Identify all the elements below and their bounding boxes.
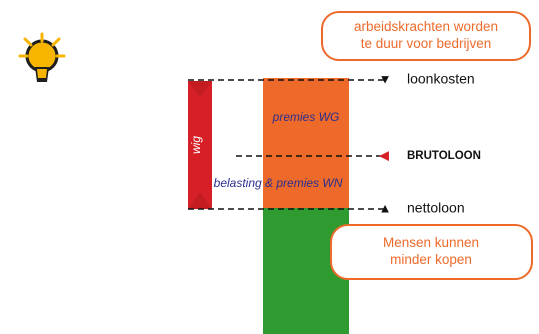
wig-wedge — [188, 81, 212, 209]
nettoloon-marker: ▲ — [379, 200, 392, 215]
premies-wg-label: premies WG — [272, 110, 340, 124]
premies-wg-segment — [263, 78, 349, 156]
nettoloon-label: nettoloon — [407, 200, 465, 216]
bottom-callout: Mensen kunnen minder kopen — [330, 224, 533, 280]
top-callout-line-1: arbeidskrachten worden — [354, 19, 498, 34]
top-callout: arbeidskrachten worden te duur voor bedr… — [321, 11, 531, 61]
top-callout-line-2: te duur voor bedrijven — [361, 36, 492, 51]
bottom-callout-line-2: minder kopen — [390, 252, 472, 267]
loonkosten-label: loonkosten — [407, 71, 475, 87]
loonkosten-marker: ▼ — [379, 71, 392, 86]
wedge-label: wig — [189, 136, 203, 154]
lightbulb-icon — [18, 32, 66, 82]
belasting-premies-wn-segment — [263, 156, 349, 208]
brutoloon-marker: ◀ — [379, 147, 389, 162]
brutoloon-label: BRUTOLOON — [407, 150, 481, 162]
bottom-callout-line-1: Mensen kunnen — [383, 235, 479, 250]
belasting-premies-wn-label: belasting & premies WN — [214, 176, 343, 190]
